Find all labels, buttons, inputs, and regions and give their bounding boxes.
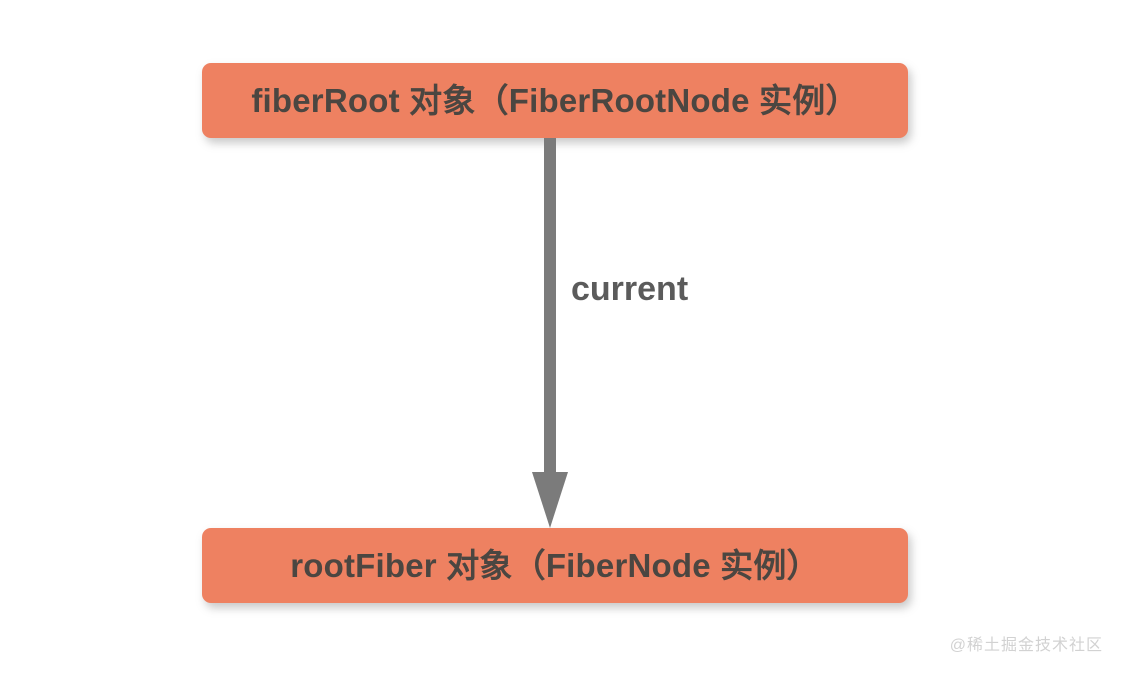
node-fiber-root-label: fiberRoot 对象（FiberRootNode 实例） xyxy=(251,82,859,119)
arrow-shaft xyxy=(544,138,556,474)
watermark: @稀土掘金技术社区 xyxy=(949,637,1103,654)
arrow-head xyxy=(532,472,568,528)
current-edge-label: current xyxy=(571,270,689,308)
current-arrow-icon xyxy=(532,138,568,528)
node-fiber-root: fiberRoot 对象（FiberRootNode 实例） xyxy=(202,63,908,138)
node-root-fiber-label: rootFiber 对象（FiberNode 实例） xyxy=(290,547,820,584)
node-root-fiber: rootFiber 对象（FiberNode 实例） xyxy=(202,528,908,603)
